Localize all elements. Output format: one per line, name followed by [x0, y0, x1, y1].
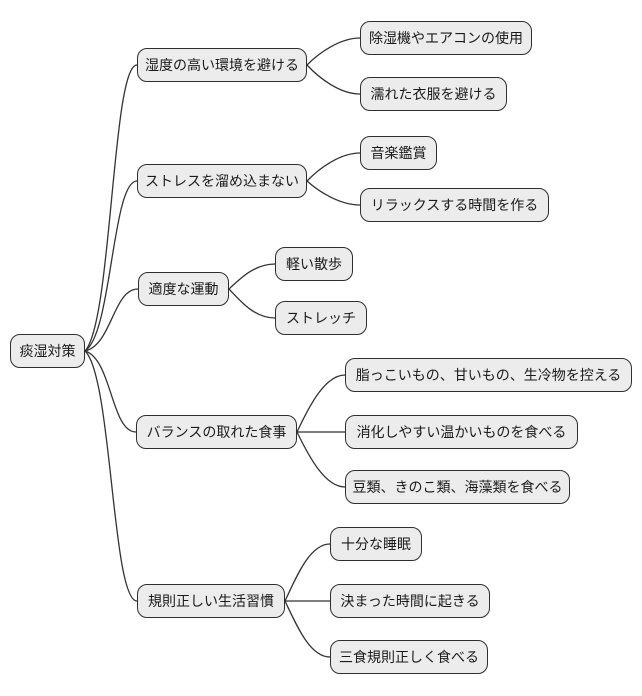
mindmap-leaf-node: 消化しやすい温かいものを食べる — [345, 415, 578, 449]
mindmap-edge — [306, 180, 361, 206]
mindmap-edge — [84, 64, 138, 352]
mindmap-edge — [296, 431, 346, 488]
mindmap-edge — [284, 600, 331, 658]
mindmap-leaf-node: 十分な睡眠 — [330, 527, 422, 561]
mindmap-root-node: 痰湿対策 — [10, 334, 85, 368]
mindmap-edge — [84, 180, 138, 352]
mindmap-leaf-node: 豆類、きのこ類、海藻類を食べる — [345, 470, 570, 504]
mindmap-leaf-node: ストレッチ — [275, 301, 367, 335]
mindmap-edge — [284, 543, 331, 602]
mindmap-leaf-node: 音楽鑑賞 — [360, 136, 437, 170]
mindmap-branch-node: 規則正しい生活習慣 — [137, 584, 285, 618]
mindmap-leaf-node: リラックスする時間を作る — [360, 188, 549, 222]
mindmap-edge — [296, 374, 346, 433]
mindmap-leaf-node: 濡れた衣服を避ける — [360, 77, 507, 111]
mindmap-edge — [306, 152, 361, 182]
mindmap-edge — [228, 263, 276, 290]
mindmap-branch-node: 適度な運動 — [138, 272, 229, 306]
mindmap-edge — [84, 350, 138, 602]
mindmap-leaf-node: 三食規則正しく食べる — [330, 640, 488, 674]
mindmap-edge — [228, 288, 276, 319]
mindmap-leaf-node: 決まった時間に起きる — [330, 584, 490, 618]
mindmap-leaf-node: 脂っこいもの、甘いもの、生冷物を控える — [345, 358, 632, 392]
mindmap-leaf-node: 軽い散歩 — [275, 247, 353, 281]
mindmap-branch-node: バランスの取れた食事 — [136, 415, 297, 449]
mindmap-branch-node: 湿度の高い環境を避ける — [137, 48, 307, 82]
mindmap-edge — [306, 64, 361, 95]
mindmap-leaf-node: 除湿機やエアコンの使用 — [360, 21, 532, 55]
mindmap-branch-node: ストレスを溜め込まない — [137, 164, 307, 198]
mindmap-edge — [84, 288, 139, 352]
mindmap-edge — [84, 350, 137, 433]
mindmap-edge — [306, 37, 361, 66]
